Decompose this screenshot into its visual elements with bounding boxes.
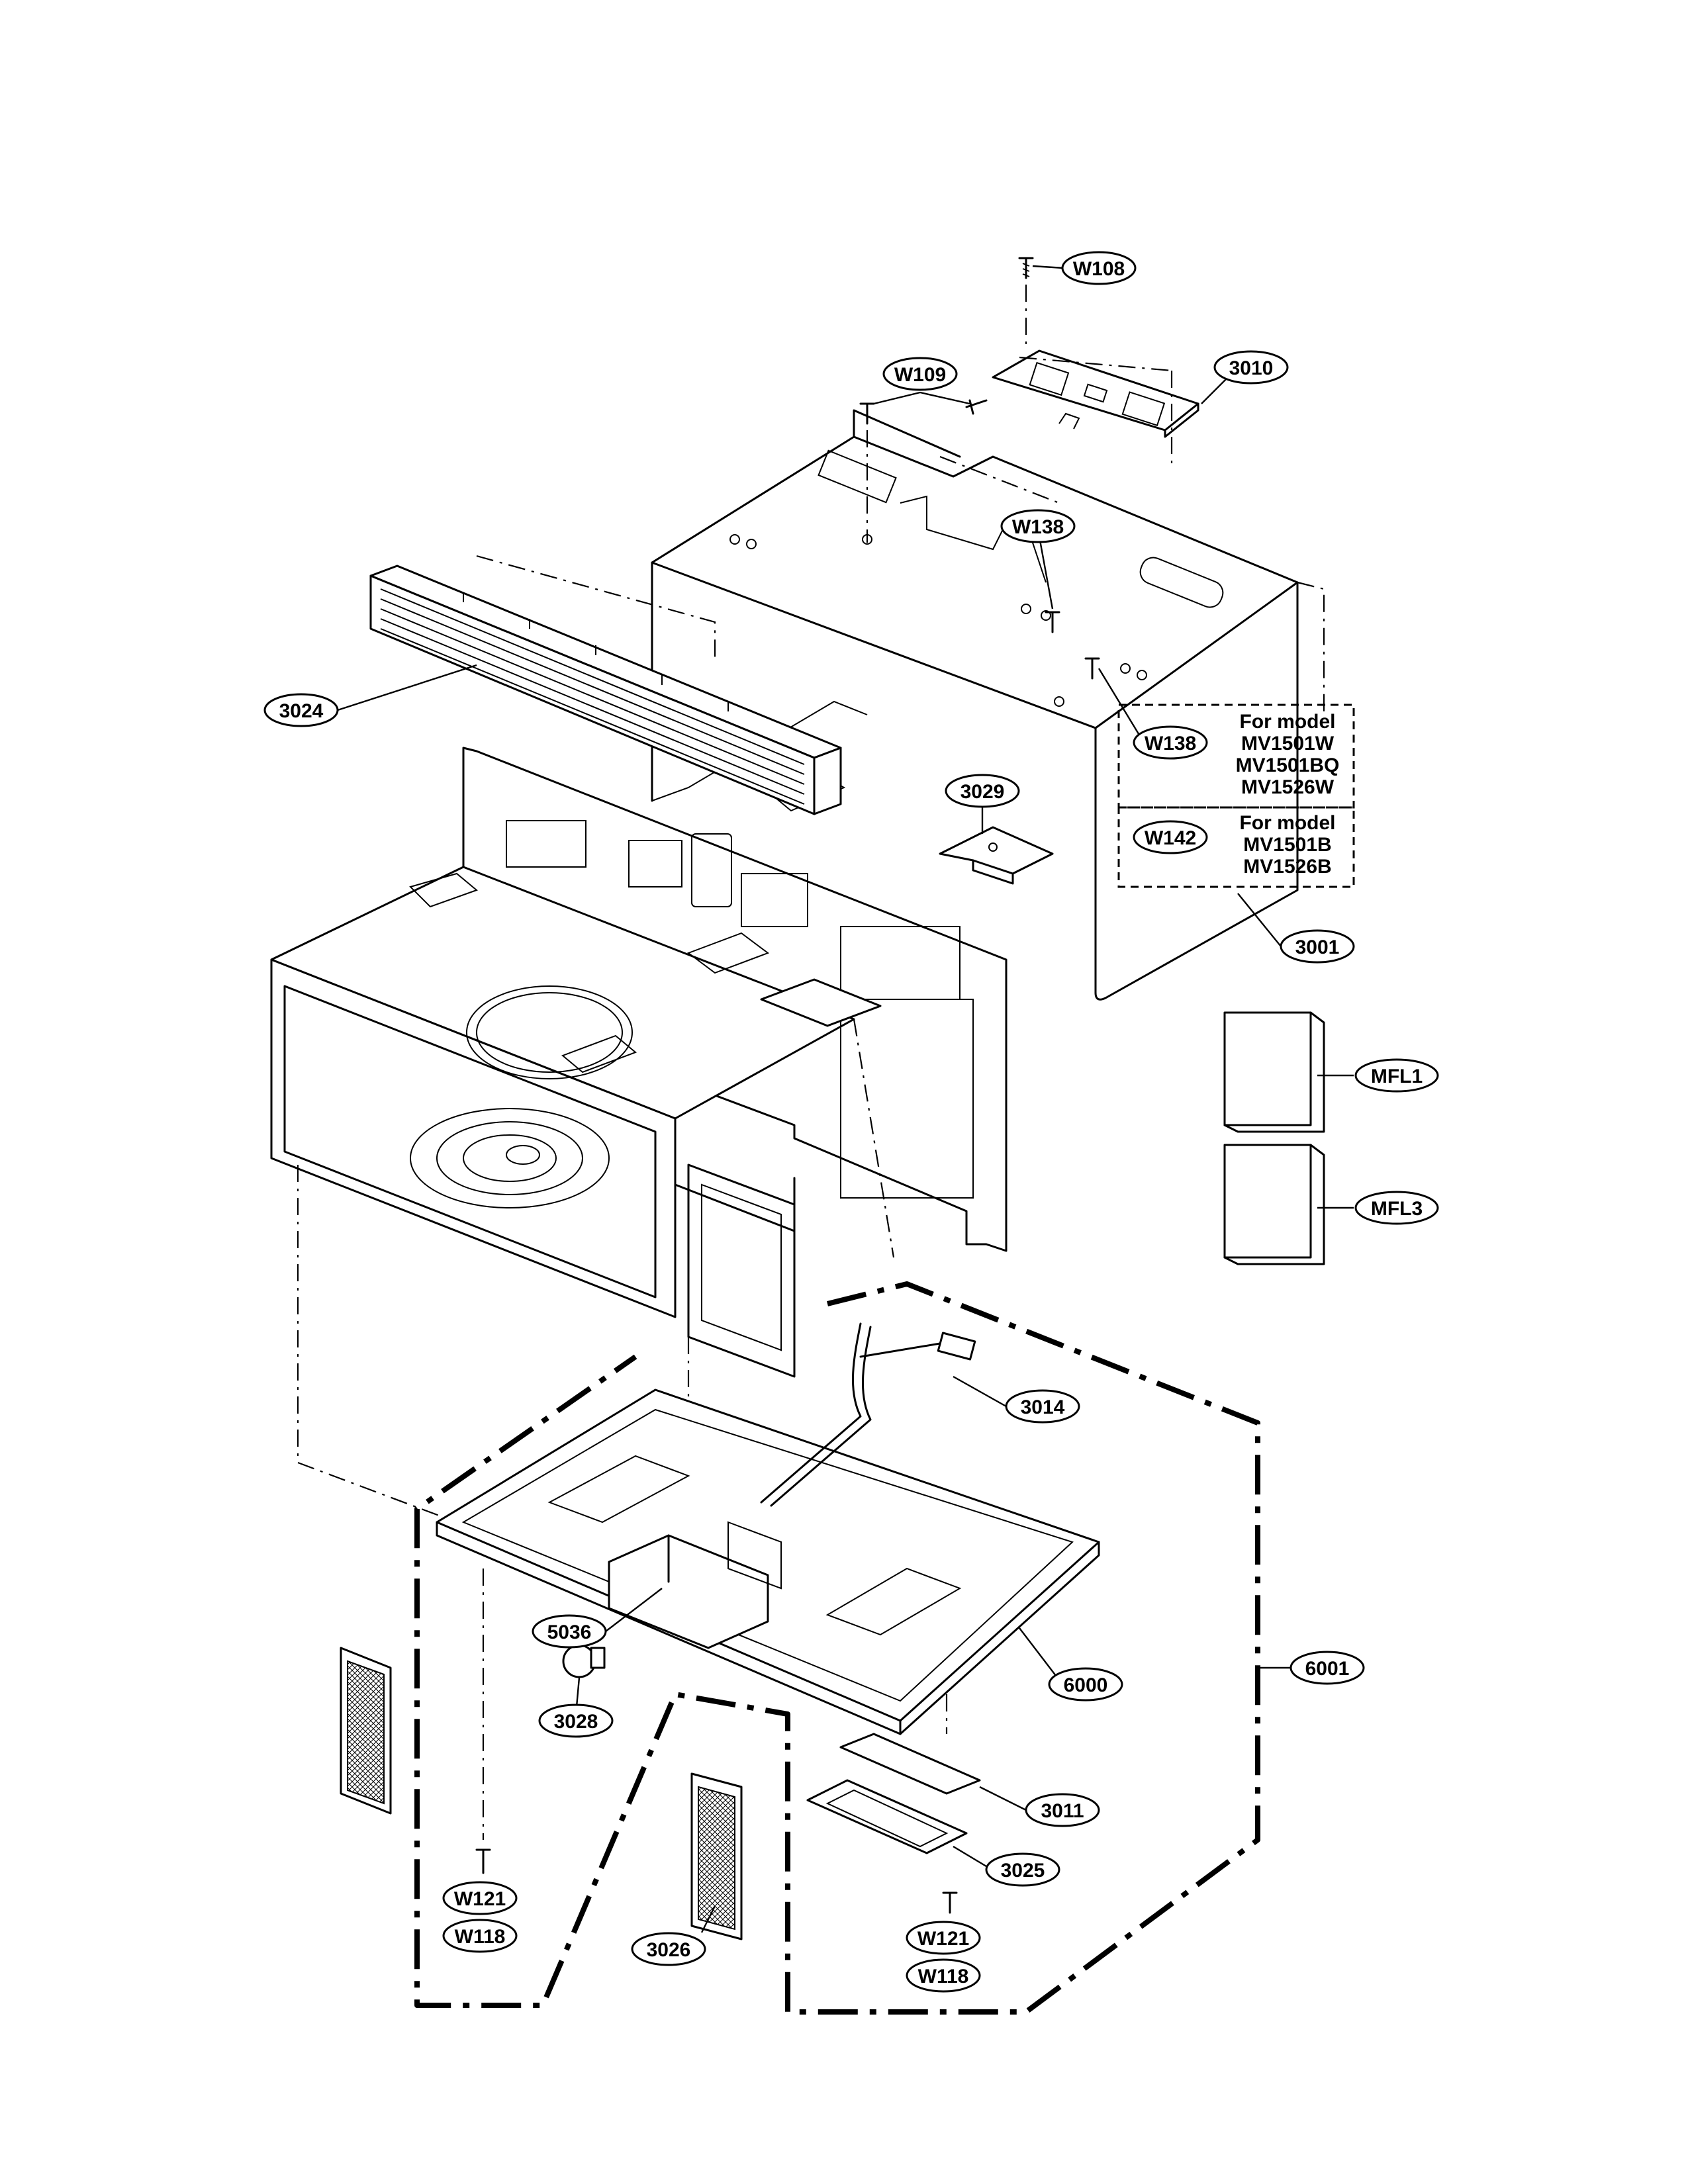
note-box-w138 — [1117, 704, 1355, 809]
bracket-3029 — [939, 826, 1054, 885]
svg-text:W138: W138 — [1012, 516, 1064, 538]
svg-text:3001: 3001 — [1295, 936, 1340, 958]
label-w142: W142 — [1133, 820, 1208, 854]
label-w138-top: W138 — [1000, 509, 1076, 543]
label-3024: 3024 — [263, 693, 339, 727]
screw-w109-b — [965, 399, 988, 415]
vent-grille-3024 — [369, 565, 842, 815]
svg-text:W121: W121 — [454, 1888, 506, 1910]
svg-text:W121: W121 — [917, 1928, 969, 1950]
label-3025: 3025 — [985, 1852, 1060, 1887]
lamp-cover-3025 — [806, 1779, 968, 1854]
svg-text:MFL1: MFL1 — [1371, 1066, 1423, 1087]
svg-text:MV1501W: MV1501W — [1241, 733, 1335, 754]
screw-w138-side — [1084, 657, 1100, 680]
note-w142-models: For model MV1501B MV1526B — [1239, 812, 1335, 878]
label-w109: W109 — [882, 357, 958, 391]
svg-text:W108: W108 — [1073, 258, 1125, 280]
label-mfl1: MFL1 — [1354, 1058, 1439, 1093]
label-6001: 6001 — [1289, 1651, 1365, 1685]
note-box-w142 — [1117, 806, 1355, 888]
oven-cavity — [270, 747, 1008, 1378]
label-3014: 3014 — [1005, 1389, 1080, 1424]
label-3028: 3028 — [538, 1704, 614, 1738]
screw-w109-a — [859, 402, 875, 425]
label-3029: 3029 — [945, 774, 1020, 808]
svg-text:6000: 6000 — [1064, 1674, 1108, 1696]
cover-3011 — [839, 1733, 981, 1795]
assembly-boundary-6001 — [414, 1281, 1260, 2015]
label-w108: W108 — [1061, 251, 1137, 285]
screw-w121-left — [475, 1848, 491, 1874]
label-3026: 3026 — [631, 1932, 706, 1966]
svg-text:5036: 5036 — [547, 1621, 592, 1643]
svg-text:MV1526B: MV1526B — [1243, 856, 1331, 878]
label-w121-right: W121 — [906, 1921, 981, 1955]
label-w138-side: W138 — [1133, 725, 1208, 760]
svg-text:For model: For model — [1239, 711, 1335, 733]
screw-w108 — [1018, 257, 1034, 279]
wire-harness-3014 — [760, 1322, 976, 1507]
bulb-3028 — [562, 1644, 606, 1678]
outer-case-3001 — [651, 409, 1299, 1001]
svg-text:3010: 3010 — [1229, 357, 1274, 379]
label-mfl3: MFL3 — [1354, 1191, 1439, 1225]
label-6000: 6000 — [1048, 1667, 1123, 1702]
grease-filter-3026 — [690, 1772, 743, 1940]
svg-text:W118: W118 — [455, 1926, 506, 1948]
svg-text:3026: 3026 — [647, 1939, 691, 1961]
svg-text:W118: W118 — [918, 1966, 969, 1987]
manual-mfl3 — [1223, 1144, 1325, 1265]
manual-mfl1 — [1223, 1011, 1325, 1133]
svg-text:6001: 6001 — [1305, 1658, 1350, 1680]
grease-filter-left — [340, 1647, 392, 1815]
label-5036: 5036 — [532, 1614, 607, 1649]
svg-text:For model: For model — [1239, 812, 1335, 834]
note-w138-models: For model MV1501W MV1501BQ MV1526W — [1236, 711, 1340, 798]
label-3010: 3010 — [1213, 350, 1289, 385]
screw-w121-right — [942, 1891, 958, 1914]
label-w121-left: W121 — [442, 1881, 518, 1915]
label-3001: 3001 — [1280, 929, 1355, 964]
screw-w138-top — [1045, 611, 1060, 633]
svg-text:3014: 3014 — [1021, 1396, 1065, 1418]
svg-text:3028: 3028 — [554, 1711, 598, 1733]
svg-text:MFL3: MFL3 — [1371, 1198, 1423, 1220]
svg-text:3024: 3024 — [279, 700, 324, 722]
label-w118-left: W118 — [442, 1919, 518, 1953]
base-plate-6000 — [436, 1388, 1100, 1735]
label-w118-right: W118 — [906, 1958, 981, 1993]
svg-text:3025: 3025 — [1001, 1860, 1045, 1882]
svg-text:MV1501B: MV1501B — [1243, 834, 1331, 856]
top-bracket-3010 — [992, 349, 1199, 438]
svg-text:3011: 3011 — [1041, 1800, 1084, 1822]
svg-text:3029: 3029 — [961, 781, 1005, 803]
svg-text:MV1501BQ: MV1501BQ — [1236, 754, 1340, 776]
svg-text:W142: W142 — [1145, 827, 1196, 849]
svg-text:MV1526W: MV1526W — [1241, 776, 1335, 798]
svg-text:W138: W138 — [1145, 733, 1196, 754]
label-3011: 3011 — [1025, 1793, 1100, 1827]
svg-text:W109: W109 — [894, 364, 946, 386]
